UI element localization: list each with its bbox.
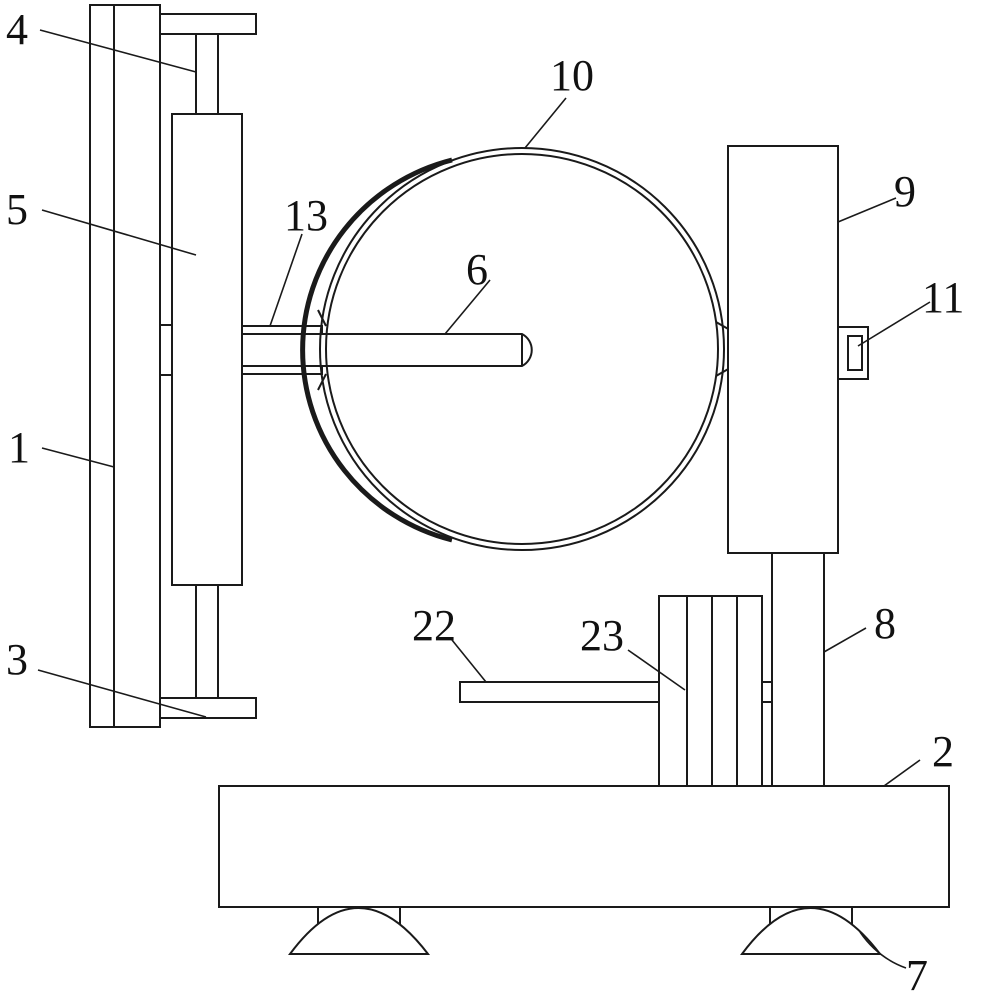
label-5: 5	[6, 185, 28, 234]
label-2: 2	[932, 727, 954, 776]
label-22: 22	[412, 601, 456, 650]
part-5-slider	[160, 113, 243, 586]
label-9: 9	[894, 167, 916, 216]
label-3: 3	[6, 635, 28, 684]
part-4-top-bracket	[159, 13, 257, 35]
part-8-column	[771, 552, 825, 787]
part-7-foot-left	[288, 906, 431, 955]
part-9-side-box	[727, 145, 839, 554]
callout-labels: 4 5 1 3 13 6 10 9 11 8 2 22 23 7	[6, 5, 964, 1000]
part-11-knob	[837, 326, 869, 380]
part-10-wheel	[300, 147, 731, 551]
part-22-bar	[459, 681, 660, 703]
label-8: 8	[874, 599, 896, 648]
part-7-foot-right	[740, 906, 883, 955]
label-11: 11	[922, 273, 964, 322]
label-13: 13	[284, 191, 328, 240]
leader-lines	[37, 29, 931, 969]
label-23: 23	[580, 611, 624, 660]
label-7: 7	[906, 951, 928, 1000]
label-10: 10	[550, 51, 594, 100]
label-4: 4	[6, 5, 28, 54]
label-6: 6	[466, 245, 488, 294]
guide-rod	[195, 33, 219, 699]
label-1: 1	[8, 423, 30, 472]
part-6-rod	[241, 333, 533, 367]
part-1-wall-plate	[89, 4, 161, 728]
part-23-stack	[658, 595, 773, 787]
part-2-base	[218, 785, 950, 908]
